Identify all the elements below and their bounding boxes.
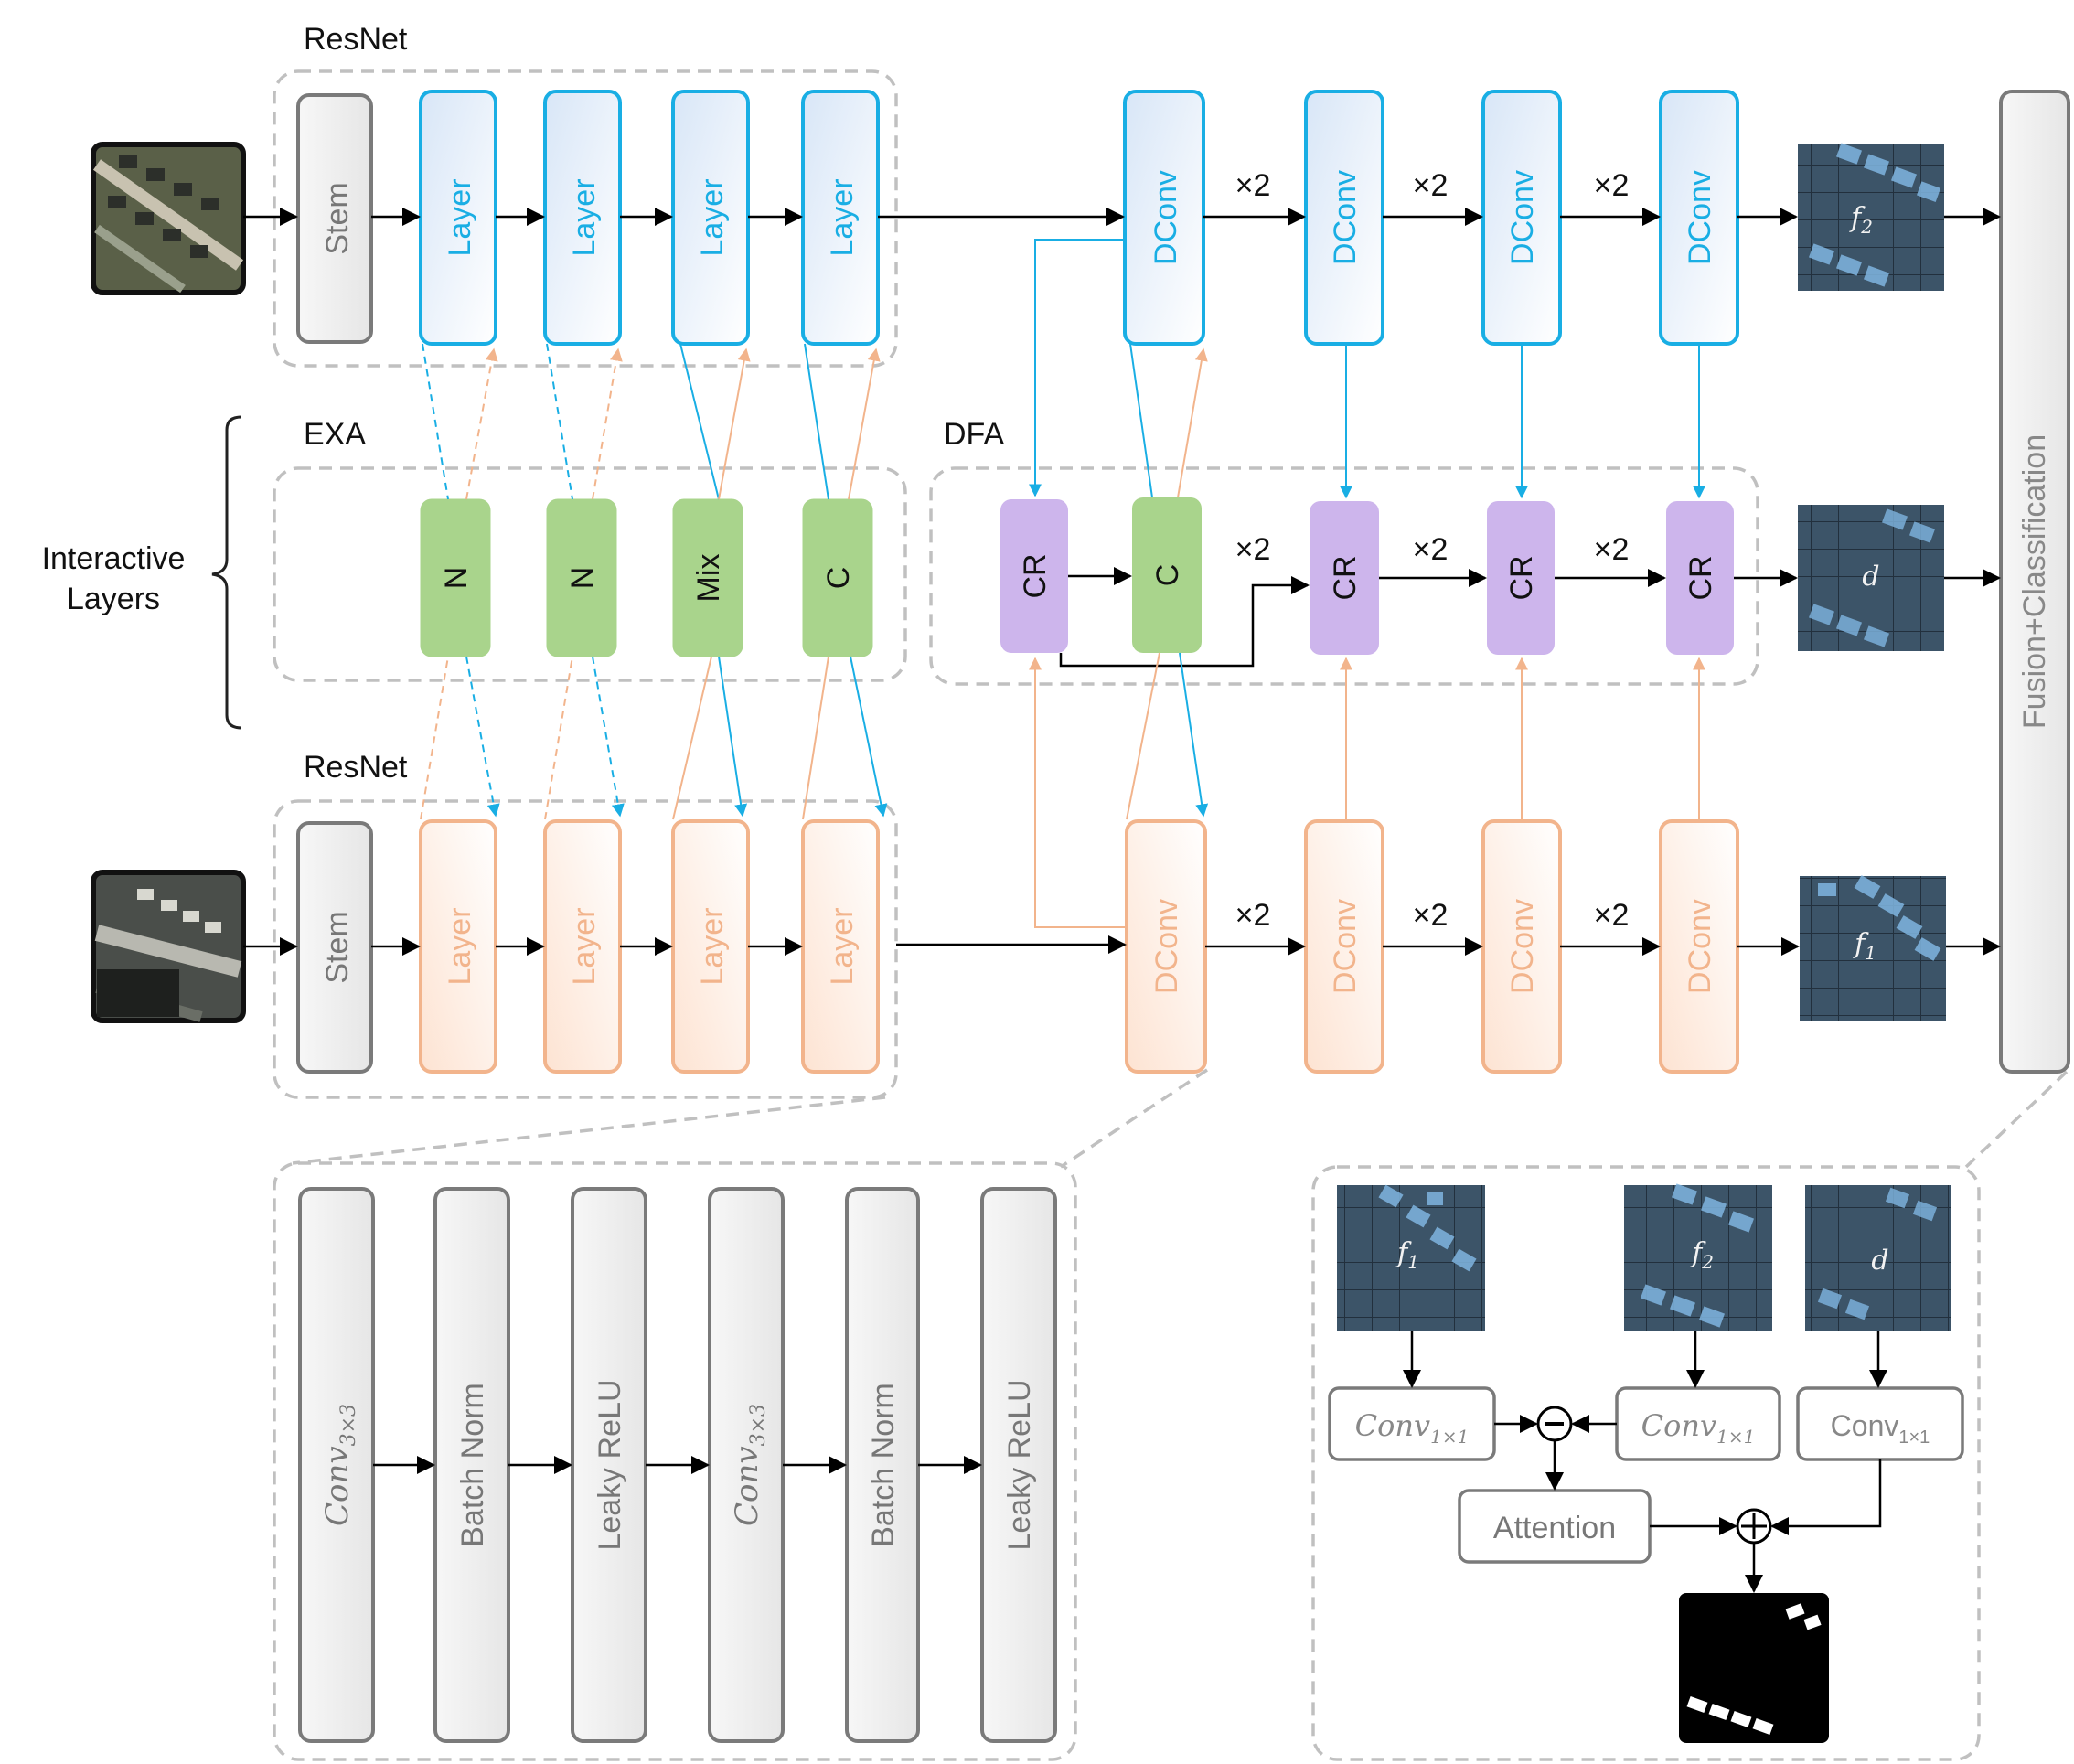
batchnorm-label-1: Batch Norm — [455, 1383, 490, 1547]
exa-module-label-2: N — [565, 567, 600, 590]
conv3x3-label-1: Conv3×3 — [319, 1404, 360, 1526]
feature-map-f2: f2 — [1798, 143, 1944, 291]
feature-map-f1: f1 — [1800, 875, 1946, 1021]
dconv-label-bottom-2: DConv — [1328, 899, 1363, 994]
layer-block-bottom-4 — [801, 819, 880, 1074]
layer-label-top-2: Layer — [567, 178, 602, 256]
zoom-line — [292, 1096, 886, 1165]
exa-module-4 — [802, 498, 873, 657]
stem-label-bottom: Stem — [320, 911, 355, 983]
exa-module-1 — [420, 498, 491, 657]
times2-bottom-2: ×2 — [1413, 898, 1449, 933]
satellite-image-bottom — [91, 870, 246, 1023]
exa-module-label-4: C — [821, 567, 856, 590]
layer-label-top-4: Layer — [825, 178, 860, 256]
dfa-label: DFA — [944, 417, 1004, 452]
exa-module-2 — [546, 498, 617, 657]
times2-bottom-3: ×2 — [1594, 898, 1630, 933]
cr-label-4: CR — [1684, 555, 1718, 600]
leakyrelu-label-2: Leaky ReLU — [1002, 1379, 1037, 1550]
times2-bottom-1: ×2 — [1235, 898, 1271, 933]
interactive-label-line2: Layers — [67, 582, 160, 616]
exa-module-3 — [672, 498, 743, 657]
batchnorm-label-2: Batch Norm — [866, 1383, 901, 1547]
c-block-dfa — [1132, 497, 1202, 653]
cr-block-3 — [1487, 501, 1555, 655]
detail-feature-map-f2: f2 — [1624, 1183, 1772, 1331]
leakyrelu-label-1: Leaky ReLU — [593, 1379, 627, 1550]
dconv-label-top-3: DConv — [1505, 170, 1540, 265]
cr-block-1 — [1000, 499, 1068, 653]
dconv-label-top-1: DConv — [1149, 170, 1183, 265]
dconv-label-top-2: DConv — [1328, 170, 1363, 265]
c-label-dfa: C — [1150, 564, 1185, 587]
resnet-top-label: ResNet — [304, 22, 408, 57]
resnet-bottom-label: ResNet — [304, 750, 408, 785]
conv1x1-label-d: Conv1×1 — [1831, 1409, 1930, 1448]
layer-label-bottom-2: Layer — [567, 907, 602, 985]
interactive-label-line1: Interactive — [42, 541, 186, 576]
feature-map-d: d — [1798, 505, 1944, 651]
times2-mid-1: ×2 — [1235, 532, 1271, 567]
fusion-classification-block — [1999, 90, 2070, 1074]
add-operator — [1736, 1508, 1772, 1545]
conv3x3-label-2: Conv3×3 — [729, 1404, 770, 1526]
times2-top-3: ×2 — [1594, 168, 1630, 203]
attention-label: Attention — [1493, 1511, 1616, 1545]
leakyrelu-block-2 — [980, 1187, 1057, 1743]
dfa-group — [929, 466, 1759, 686]
detail-d-symbol: d — [1871, 1245, 1888, 1277]
exa-module-label-1: N — [439, 567, 474, 590]
layer-label-top-1: Layer — [443, 178, 477, 256]
layer-label-bottom-3: Layer — [695, 907, 730, 985]
cr-label-1: CR — [1018, 553, 1053, 598]
dconv-label-bottom-1: DConv — [1149, 899, 1184, 994]
exa-label: EXA — [304, 417, 366, 452]
layer-label-bottom-1: Layer — [443, 907, 477, 985]
conv1x1-label-f1: Conv1×1 — [1355, 1408, 1470, 1448]
satellite-image-top — [91, 142, 246, 295]
stem-block-top — [296, 93, 373, 344]
dconv-detail-group — [273, 1161, 1077, 1761]
layer-label-bottom-4: Layer — [825, 907, 860, 985]
times2-top-1: ×2 — [1235, 168, 1271, 203]
stem-label-top: Stem — [320, 182, 355, 254]
output-change-map — [1679, 1593, 1829, 1743]
d-symbol: d — [1862, 561, 1879, 593]
zoom-line — [1964, 1070, 2069, 1169]
conv1x1-label-f2: Conv1×1 — [1641, 1408, 1756, 1448]
times2-mid-3: ×2 — [1594, 532, 1630, 567]
dconv-label-bottom-4: DConv — [1683, 899, 1717, 994]
cr-block-4 — [1666, 501, 1734, 655]
curly-brace — [211, 415, 242, 730]
detail-feature-map-d: d — [1805, 1185, 1951, 1331]
resnet-top-group — [273, 69, 898, 368]
cr-label-3: CR — [1504, 555, 1539, 600]
dconv-label-top-4: DConv — [1683, 170, 1717, 265]
exa-group — [273, 466, 907, 682]
cr-block-2 — [1310, 501, 1379, 655]
zoom-line — [1060, 1068, 1208, 1169]
cr-label-2: CR — [1328, 555, 1363, 600]
fusion-detail-group — [1311, 1165, 1981, 1761]
dconv-label-bottom-3: DConv — [1505, 899, 1540, 994]
resnet-bottom-group — [273, 799, 898, 1099]
times2-top-2: ×2 — [1413, 168, 1449, 203]
exa-module-label-3: Mix — [691, 554, 726, 603]
subtract-operator — [1536, 1406, 1573, 1442]
layer-label-top-3: Layer — [695, 178, 730, 256]
detail-feature-map-f1: f1 — [1337, 1184, 1485, 1331]
fusion-classification-label: Fusion+Classification — [2017, 434, 2052, 729]
times2-mid-2: ×2 — [1413, 532, 1449, 567]
